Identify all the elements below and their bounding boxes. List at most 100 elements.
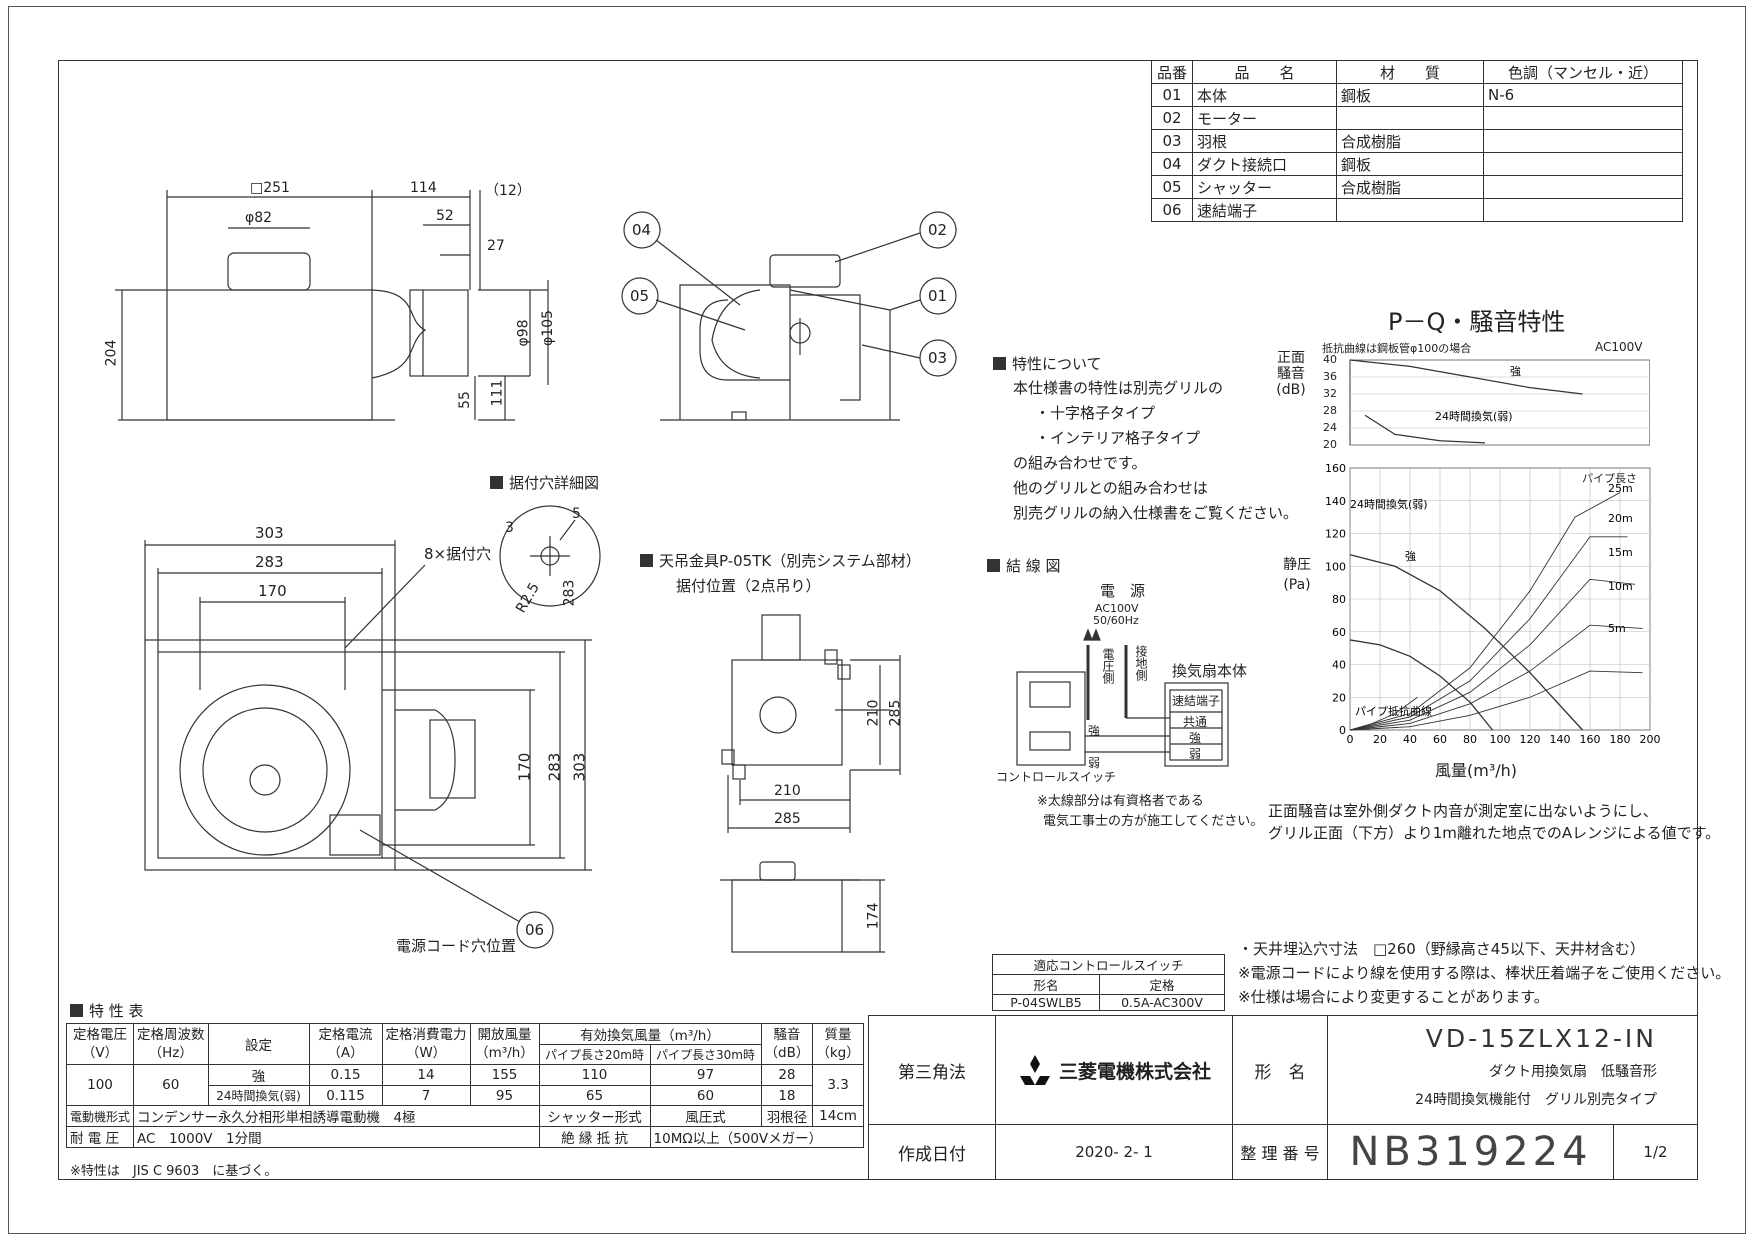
title-block: 第三角法 三菱電機株式会社 形 名 VD-15ZLX12-IN ダクト用換気扇 … xyxy=(868,1015,1698,1180)
part-balloons xyxy=(359,211,957,949)
dim-111: 111 xyxy=(489,379,506,407)
table-row: 電動機形式 コンデンサー永久分相形単相誘導電動機 4極 シャッター形式 風圧式 … xyxy=(65,1105,864,1127)
wiring-live: 電圧側 xyxy=(1101,648,1115,684)
notes-line: 他のグリルとの組み合わせは xyxy=(1013,479,1208,497)
x-tick-label: 200 xyxy=(1640,733,1661,746)
hanger-view-drawing xyxy=(720,614,901,953)
date-label: 作成日付 xyxy=(868,1124,996,1180)
y-tick-label: 100 xyxy=(1325,560,1346,573)
wiring-strong: 強 xyxy=(1189,731,1202,745)
install-note: ※電源コードにより線を使用する際は、棒状圧着端子をご使用ください。 xyxy=(1238,964,1731,982)
series-line xyxy=(1349,492,1621,731)
cord-hole-label: 電源コード穴位置 xyxy=(396,937,517,955)
balloon-label-03: 03 xyxy=(928,349,948,367)
plan-dim-303: 303 xyxy=(255,524,284,542)
hole-detail-drawing xyxy=(499,505,601,607)
side-view-drawing xyxy=(115,190,549,421)
chart-annotation: AC100V xyxy=(1595,340,1643,354)
hole-detail-title: 据付穴詳細図 xyxy=(490,472,599,493)
x-tick-label: 20 xyxy=(1373,733,1387,746)
y-tick-label: 40 xyxy=(1323,353,1337,366)
hanger-dim-174: 174 xyxy=(865,902,882,930)
dim-105: φ105 xyxy=(539,310,556,346)
dim-55: 55 xyxy=(456,391,473,409)
wiring-note: ※太線部分は有資格者である xyxy=(1037,794,1204,809)
mitsubishi-logo-icon xyxy=(1019,1055,1050,1085)
y-tick-label: 40 xyxy=(1332,659,1346,672)
x-tick-label: 0 xyxy=(1347,733,1354,746)
x-tick-label: 80 xyxy=(1463,733,1477,746)
wiring-weak: 弱 xyxy=(1088,756,1101,770)
chart-xlabel: 風量(m³/h) xyxy=(1435,761,1518,780)
plan-dim-283: 283 xyxy=(255,553,284,571)
model-desc: ダクト用換気扇 低騒音形 xyxy=(1489,1064,1657,1080)
hole-dim-5: 5 xyxy=(572,506,581,522)
dim-204: 204 xyxy=(103,339,120,367)
y-tick-label: 140 xyxy=(1325,495,1346,508)
y-tick-label: 0 xyxy=(1339,724,1346,737)
y-tick-label: 20 xyxy=(1332,691,1346,704)
chart-note: 正面騒音は室外側ダクト内音が測定室に出ないようにし、 xyxy=(1268,802,1658,820)
section-marker-icon xyxy=(640,554,653,567)
series-line xyxy=(1349,670,1643,731)
parts-header: 品 名 xyxy=(1192,60,1337,84)
y-tick-label: 160 xyxy=(1325,462,1346,475)
section-marker-icon xyxy=(993,357,1006,370)
series-label: 25m xyxy=(1608,482,1633,495)
series-line-strong xyxy=(1349,359,1583,395)
series-label: 20m xyxy=(1608,512,1633,525)
hanger-subtitle: 据付位置（2点吊り） xyxy=(676,577,821,595)
y-tick-label: 28 xyxy=(1323,404,1337,417)
chart-frame xyxy=(1349,359,1650,446)
wiring-strong: 強 xyxy=(1088,724,1101,738)
dim-251: □251 xyxy=(250,180,290,196)
install-note: ※仕様は場合により変更することがあります。 xyxy=(1238,988,1549,1006)
x-tick-label: 40 xyxy=(1403,733,1417,746)
wiring-terminal: 速結端子 xyxy=(1172,694,1221,708)
x-tick-label: 140 xyxy=(1550,733,1571,746)
series-label: 15m xyxy=(1608,546,1633,559)
plan-view-drawing xyxy=(144,540,592,871)
company-name: 三菱電機株式会社 xyxy=(1058,1060,1211,1083)
series-line xyxy=(1349,696,1418,731)
plan-dim-v303: 303 xyxy=(570,752,589,782)
balloon-label-02: 02 xyxy=(928,221,948,239)
switch-table-title: 適応コントロールスイッチ xyxy=(992,954,1225,975)
y-tick-label: 80 xyxy=(1332,593,1346,606)
wiring-switch: コントロールスイッチ xyxy=(996,770,1117,784)
chart-ylabel-noise: 正面騒音(dB) xyxy=(1276,350,1306,398)
series-label: パイプ抵抗曲線 xyxy=(1355,704,1432,718)
section-view-drawing xyxy=(660,254,900,421)
y-tick-label: 20 xyxy=(1323,438,1337,451)
hanger-dim-v285: 285 xyxy=(887,699,904,727)
hole-dim-283: 283 xyxy=(561,579,578,607)
hanger-dim-h210: 210 xyxy=(774,783,801,799)
notes-title: 特性について xyxy=(993,353,1102,374)
x-tick-label: 100 xyxy=(1490,733,1511,746)
plan-dim-v283: 283 xyxy=(545,752,564,782)
y-tick-label: 60 xyxy=(1332,626,1346,639)
notes-line: ・十字格子タイプ xyxy=(1035,404,1156,422)
spec-table: 定格電圧（V） 定格周波数（Hz） 設定 定格電流（A） 定格消費電力（W） 開… xyxy=(65,1023,864,1148)
spec-footnote: ※特性は JIS C 9603 に基づく。 xyxy=(70,1164,278,1179)
dim-114: 114 xyxy=(410,180,437,196)
notes-line: 本仕様書の特性は別売グリルの xyxy=(1013,379,1224,397)
y-tick-label: 120 xyxy=(1325,528,1346,541)
balloon-04 xyxy=(623,211,661,249)
x-tick-label: 120 xyxy=(1520,733,1541,746)
dim-82: φ82 xyxy=(245,210,273,226)
dim-12: （12） xyxy=(485,183,531,199)
notes-line: 別売グリルの納入仕様書をご覧ください。 xyxy=(1013,504,1299,522)
projection-label: 第三角法 xyxy=(868,1015,996,1125)
balloon-label-05: 05 xyxy=(630,287,650,305)
company-cell: 三菱電機株式会社 xyxy=(995,1015,1233,1125)
balloon-label-06: 06 xyxy=(525,921,545,939)
balloon-label-04: 04 xyxy=(632,221,652,239)
